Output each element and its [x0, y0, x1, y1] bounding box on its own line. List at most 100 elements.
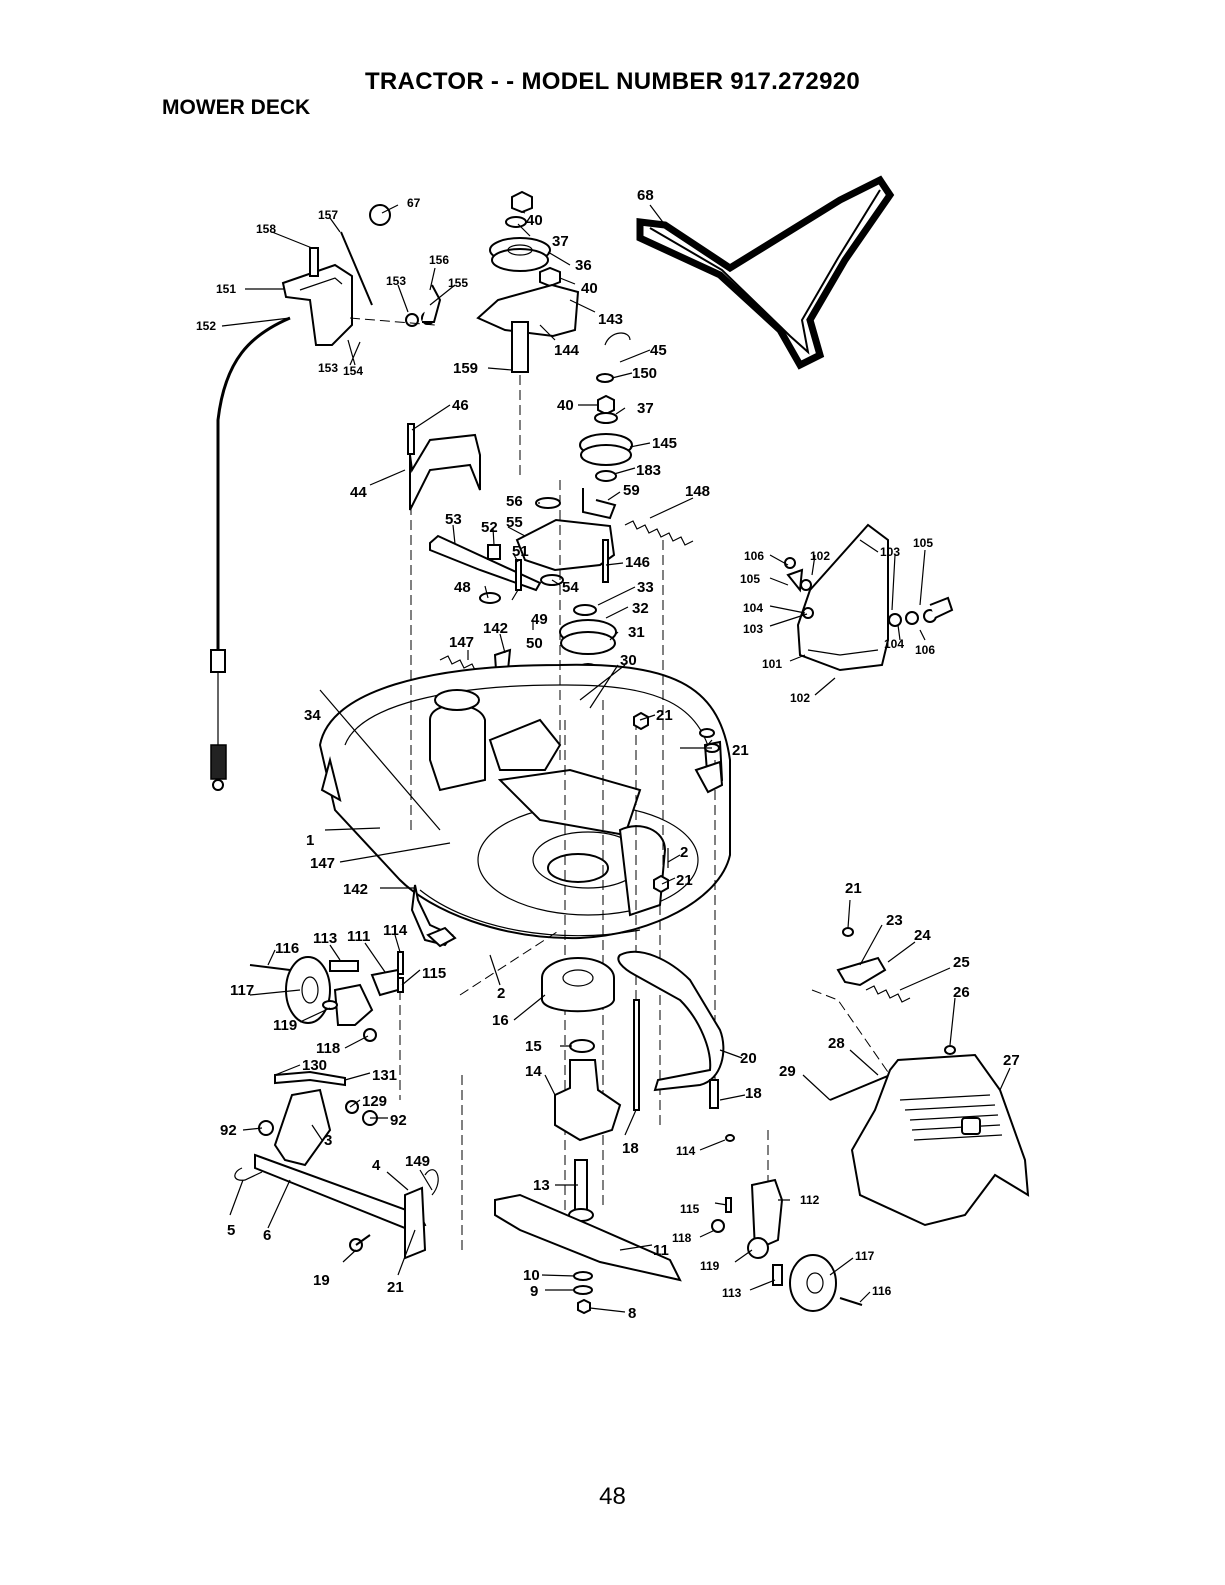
- callout-label: 3: [324, 1132, 332, 1149]
- callout-label: 114: [383, 922, 408, 939]
- bolt-18-left: [633, 999, 640, 1111]
- callout-label: 145: [652, 435, 677, 452]
- callout-label: 149: [405, 1153, 430, 1170]
- callout-label: 21: [732, 742, 749, 759]
- control-cable: [210, 316, 291, 791]
- callout-label: 116: [872, 1284, 892, 1298]
- callout-label: 31: [628, 624, 645, 641]
- callout-label: 29: [779, 1063, 796, 1080]
- callout-label: 118: [316, 1040, 340, 1057]
- callout-label: 40: [581, 280, 598, 297]
- callout-label: 67: [407, 196, 421, 210]
- rear-hanger-assembly: [811, 927, 956, 1101]
- callout-labels: 67 157 158 156 153 155 151 152 153 154 4…: [196, 187, 1020, 1322]
- discharge-shield: [784, 523, 954, 672]
- drive-belt: [636, 175, 895, 370]
- callout-label: 18: [622, 1140, 639, 1157]
- callout-label: 40: [526, 212, 543, 229]
- callout-label: 23: [886, 912, 903, 929]
- callout-label: 54: [562, 579, 579, 596]
- callout-label: 4: [372, 1157, 381, 1174]
- callout-label: 1: [306, 832, 314, 849]
- callout-label: 14: [525, 1063, 542, 1080]
- callout-label: 101: [762, 657, 782, 671]
- callout-label: 49: [531, 611, 548, 628]
- callout-label: 21: [387, 1279, 404, 1296]
- callout-label: 30: [620, 652, 637, 669]
- front-hanger-bracket-142: [410, 884, 457, 948]
- callout-label: 37: [552, 233, 569, 250]
- callout-label: 117: [855, 1249, 875, 1263]
- callout-label: 153: [318, 361, 338, 375]
- callout-label: 55: [506, 514, 523, 531]
- callout-label: 150: [632, 365, 657, 382]
- lift-bracket-assembly: [281, 204, 442, 346]
- callout-label: 156: [429, 253, 449, 267]
- callout-label: 104: [884, 637, 904, 651]
- callout-label: 114: [676, 1144, 696, 1158]
- callout-label: 102: [790, 691, 810, 705]
- page-number: 48: [599, 1483, 626, 1510]
- callout-label: 111: [347, 928, 370, 945]
- callout-label: 131: [372, 1067, 397, 1084]
- callout-label: 103: [880, 545, 900, 559]
- callout-label: 106: [915, 643, 935, 657]
- callout-label: 56: [506, 493, 523, 510]
- idler-arm-assembly: [429, 497, 616, 604]
- callout-label: 183: [636, 462, 661, 479]
- baffle: [617, 950, 725, 1092]
- right-bracket-assembly: [633, 711, 724, 894]
- callout-label: 21: [845, 880, 862, 897]
- callout-label: 52: [481, 519, 498, 536]
- callout-label: 59: [623, 482, 640, 499]
- callout-label: 6: [263, 1227, 271, 1244]
- callout-label: 158: [256, 222, 276, 236]
- callout-label: 10: [523, 1267, 540, 1284]
- callout-label: 18: [745, 1085, 762, 1102]
- callout-label: 15: [525, 1038, 542, 1055]
- callout-label: 92: [220, 1122, 237, 1139]
- mulching-cover: [850, 1053, 1030, 1227]
- front-gauge-wheel-left: [249, 951, 404, 1042]
- callout-label: 157: [318, 208, 338, 222]
- callout-label: 40: [557, 397, 574, 414]
- callout-label: 27: [1003, 1052, 1020, 1069]
- idler-pulley-top: [476, 190, 580, 373]
- callout-label: 34: [304, 707, 321, 724]
- callout-label: 26: [953, 984, 970, 1001]
- callout-label: 8: [628, 1305, 636, 1322]
- callout-label: 106: [744, 549, 764, 563]
- callout-label: 11: [653, 1242, 669, 1259]
- section-title: MOWER DECK: [162, 96, 311, 119]
- bolt-18-right: [709, 1079, 719, 1109]
- center-pulley-stack: [579, 332, 633, 520]
- page-title: TRACTOR - - MODEL NUMBER 917.272920: [364, 68, 861, 95]
- callout-label: 5: [227, 1222, 235, 1239]
- callout-label: 16: [492, 1012, 509, 1029]
- callout-label: 153: [386, 274, 406, 288]
- callout-label: 117: [230, 982, 254, 999]
- callout-label: 25: [953, 954, 970, 971]
- callout-label: 116: [275, 940, 299, 957]
- callout-label: 113: [313, 930, 337, 947]
- callout-label: 105: [740, 572, 760, 586]
- deck-housing: [318, 663, 731, 940]
- callout-label: 20: [740, 1050, 757, 1067]
- callout-label: 115: [680, 1202, 700, 1216]
- callout-label: 44: [350, 484, 367, 501]
- callout-label: 154: [343, 364, 363, 378]
- callout-label: 53: [445, 511, 462, 528]
- spindle-assembly: [494, 957, 682, 1315]
- callout-label: 92: [390, 1112, 407, 1129]
- callout-label: 48: [454, 579, 471, 596]
- callout-label: 143: [598, 311, 623, 328]
- callout-label: 113: [722, 1286, 742, 1300]
- callout-label: 152: [196, 319, 216, 333]
- spring-148: [624, 520, 694, 546]
- callout-label: 118: [672, 1231, 692, 1245]
- callout-label: 142: [483, 620, 508, 637]
- callout-label: 130: [302, 1057, 327, 1074]
- callout-label: 147: [310, 855, 335, 872]
- callout-label: 119: [273, 1017, 297, 1034]
